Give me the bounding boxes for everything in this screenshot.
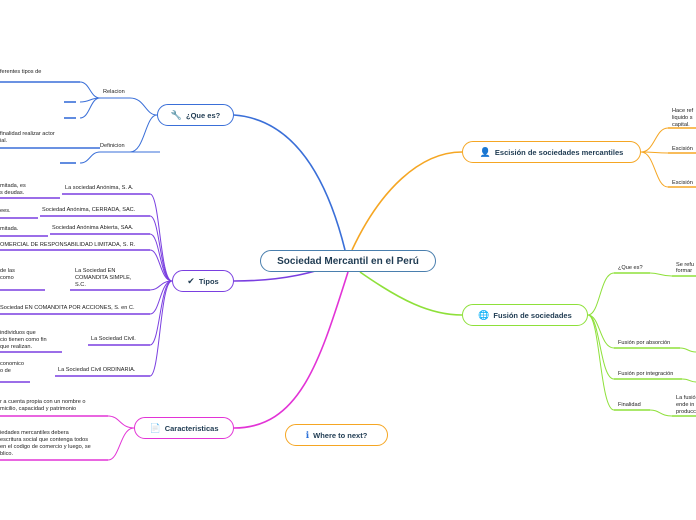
escision-item-1[interactable]: Escisión	[672, 146, 693, 152]
subtopic-definicion[interactable]: Definicion	[100, 143, 125, 149]
fusion-fin-1[interactable]: La fusió	[676, 395, 696, 401]
tipo-civil-ordinaria[interactable]: La Sociedad Civil ORDINARIA.	[58, 367, 136, 373]
root-topic[interactable]: Sociedad Mercantil en el Perú	[260, 250, 436, 272]
branch-caracteristicas	[233, 271, 349, 429]
tipo-sa-detail-2[interactable]: s deudas.	[0, 190, 25, 196]
tipo-sac[interactable]: Sociedad Anónima, CERRADA, SAC.	[42, 207, 136, 213]
tipo-srl[interactable]: OMERCIAL DE RESPONSABILIDAD LIMITADA, S.…	[0, 242, 136, 248]
tipo-saa-detail[interactable]: mitada.	[0, 226, 19, 232]
where-to-next[interactable]: ℹ Where to next?	[285, 424, 388, 446]
fusion-absorcion[interactable]: Fusión por absorción	[618, 340, 671, 346]
checkmark-icon: ✔	[187, 275, 195, 286]
caracteristica-a-1[interactable]: r a cuenta propia con un nombre o	[0, 399, 86, 405]
branch-escision	[351, 151, 463, 251]
topic-escision[interactable]: 👤 Escisión de sociedades mercantiles	[462, 141, 641, 163]
tipo-ordinaria-detail-2[interactable]: o de	[0, 368, 11, 374]
fusion-se-ref-1[interactable]: Se refu	[676, 262, 695, 268]
caracteristica-a-2[interactable]: micilio, capacidad y patrimonio	[0, 406, 77, 412]
branch-fusion	[359, 271, 463, 316]
definicion-detail-1[interactable]: finalidad realizar actor	[0, 131, 55, 137]
tipo-sc-detail-1[interactable]: de las	[0, 268, 15, 274]
person-icon: 👤	[479, 146, 491, 157]
info-icon: ℹ	[305, 429, 310, 440]
fusion-integracion[interactable]: Fusión por integración	[618, 371, 674, 377]
caracteristica-b-2[interactable]: escritura social que contenga todos	[0, 437, 89, 443]
tipo-sa[interactable]: La sociedad Anónima, S. A.	[65, 185, 134, 191]
tipo-sc-line-1[interactable]: La Sociedad EN	[75, 268, 116, 274]
escision-hace-3[interactable]: capital.	[672, 122, 690, 128]
topic-tipos[interactable]: ✔ Tipos	[172, 270, 234, 292]
branch-que-es	[233, 114, 346, 251]
fusion-fin-3[interactable]: producc	[676, 409, 696, 415]
tipo-saa[interactable]: Sociedad Anónima Abierta, SAA.	[52, 225, 134, 231]
fusion-finalidad[interactable]: Finalidad	[618, 402, 641, 408]
root-topic-label: Sociedad Mercantil en el Perú	[277, 255, 419, 267]
escision-hace-2[interactable]: liquido s	[672, 115, 693, 121]
relacion-detail[interactable]: ferentes tipos de	[0, 69, 42, 75]
topic-que-es-label: ¿Que es?	[186, 110, 221, 120]
subtopic-relacion[interactable]: Relacion	[103, 89, 125, 95]
topic-caracteristicas-label: Caracteristicas	[164, 423, 219, 433]
definicion-detail-2[interactable]: ial.	[0, 138, 8, 144]
caracteristica-b-1[interactable]: iedades mercantiles debera	[0, 430, 69, 436]
where-to-next-label: Where to next?	[313, 430, 368, 440]
tipo-civil-detail-1[interactable]: individuos que	[0, 330, 36, 336]
escision-item-2[interactable]: Escisión	[672, 180, 693, 186]
caracteristica-b-3[interactable]: en el codigo de comercio y luego, se	[0, 444, 91, 450]
topic-tipos-label: Tipos	[198, 276, 219, 286]
topic-escision-label: Escisión de sociedades mercantiles	[494, 147, 624, 157]
tipo-sc-detail-2[interactable]: como	[0, 275, 14, 281]
tipo-civil-detail-3[interactable]: que realizan.	[0, 344, 33, 350]
tipo-ordinaria-detail-1[interactable]: conomico	[0, 361, 24, 367]
topic-caracteristicas[interactable]: 📄 Caracteristicas	[134, 417, 234, 439]
topic-que-es[interactable]: 🔧 ¿Que es?	[157, 104, 234, 126]
topic-fusion-label: Fusión de sociedades	[493, 310, 572, 320]
topic-fusion[interactable]: 🌐 Fusión de sociedades	[462, 304, 588, 326]
escision-hace-1[interactable]: Hace ref	[672, 108, 694, 114]
tipo-civil[interactable]: La Sociedad Civil.	[91, 336, 136, 342]
tipo-sc-line-2[interactable]: COMANDITA SIMPLE,	[75, 275, 132, 281]
tipo-sca[interactable]: Sociedad EN COMANDITA POR ACCIONES, S. e…	[0, 305, 135, 311]
tipo-sa-detail-1[interactable]: mitada, es	[0, 183, 26, 189]
tipo-sac-detail[interactable]: ees.	[0, 208, 11, 214]
caracteristica-b-4[interactable]: blico.	[0, 451, 14, 457]
fusion-que-es[interactable]: ¿Que es?	[618, 265, 643, 271]
wrench-icon: 🔧	[170, 109, 183, 120]
fusion-se-ref-2[interactable]: formar	[676, 268, 693, 274]
tipo-civil-detail-2[interactable]: cio tienen como fin	[0, 337, 47, 343]
globe-icon: 🌐	[478, 309, 490, 320]
document-icon: 📄	[149, 422, 161, 433]
tipo-sc-line-3[interactable]: S.C.	[75, 282, 86, 288]
fusion-fin-2[interactable]: ende in	[676, 402, 695, 408]
